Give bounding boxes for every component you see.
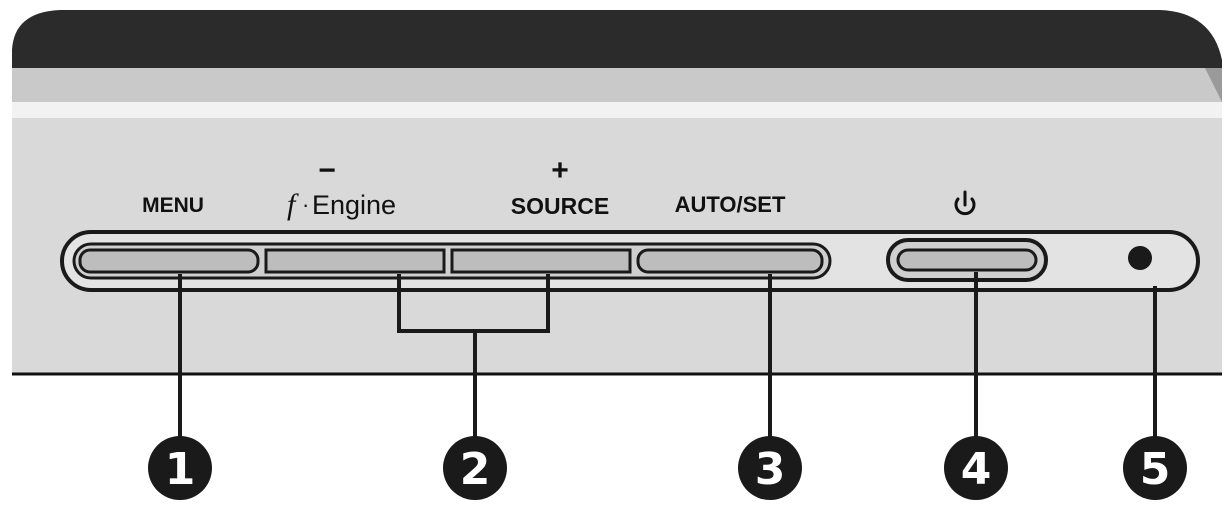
power-button-face[interactable] (896, 248, 1038, 272)
callout-4-circle (944, 436, 1008, 500)
power-indicator-led (1128, 246, 1152, 270)
callout-2: 2 (443, 436, 507, 500)
bezel-top-edge (12, 10, 1222, 68)
fengine-minus-button[interactable] (264, 248, 446, 274)
callout-5-number: 5 (1140, 444, 1171, 495)
callout-3: 3 (738, 436, 802, 500)
menu-button[interactable] (78, 248, 260, 274)
bezel-highlight-strip (12, 68, 1222, 102)
callout-1-circle (148, 436, 212, 500)
callout-4-number: 4 (961, 444, 992, 495)
bezel-right-corner (1205, 68, 1222, 102)
source-plus-button[interactable] (450, 248, 632, 274)
source-plus-button-face[interactable] (450, 248, 632, 274)
callout-2-number: 2 (460, 444, 491, 495)
power-icon (954, 190, 976, 216)
leader-lines (178, 272, 1157, 438)
plus-symbol: + (551, 154, 569, 187)
fengine-dot: · (302, 192, 309, 217)
menu-button-face[interactable] (78, 248, 260, 274)
menu-label: MENU (142, 194, 204, 217)
callout-5: 5 (1123, 436, 1187, 500)
fengine-word: Engine (312, 190, 396, 220)
power-icon-arc (954, 197, 976, 216)
fengine-minus-button-face[interactable] (264, 248, 446, 274)
source-label: SOURCE (511, 193, 609, 219)
callout-3-number: 3 (755, 444, 786, 495)
callout-3-circle (738, 436, 802, 500)
fengine-label: f · Engine (287, 188, 396, 221)
minus-symbol: − (318, 154, 336, 187)
power-button[interactable] (886, 238, 1048, 282)
callout-4: 4 (944, 436, 1008, 500)
monitor-bezel (12, 10, 1222, 376)
callout-2-circle (443, 436, 507, 500)
autoset-button[interactable] (636, 248, 824, 274)
autoset-button-face[interactable] (636, 248, 824, 274)
callout-5-circle (1123, 436, 1187, 500)
callout-1: 1 (148, 436, 212, 500)
callout-1-number: 1 (165, 444, 196, 495)
autoset-label: AUTO/SET (675, 192, 786, 217)
bezel-white-gap (12, 102, 1222, 118)
